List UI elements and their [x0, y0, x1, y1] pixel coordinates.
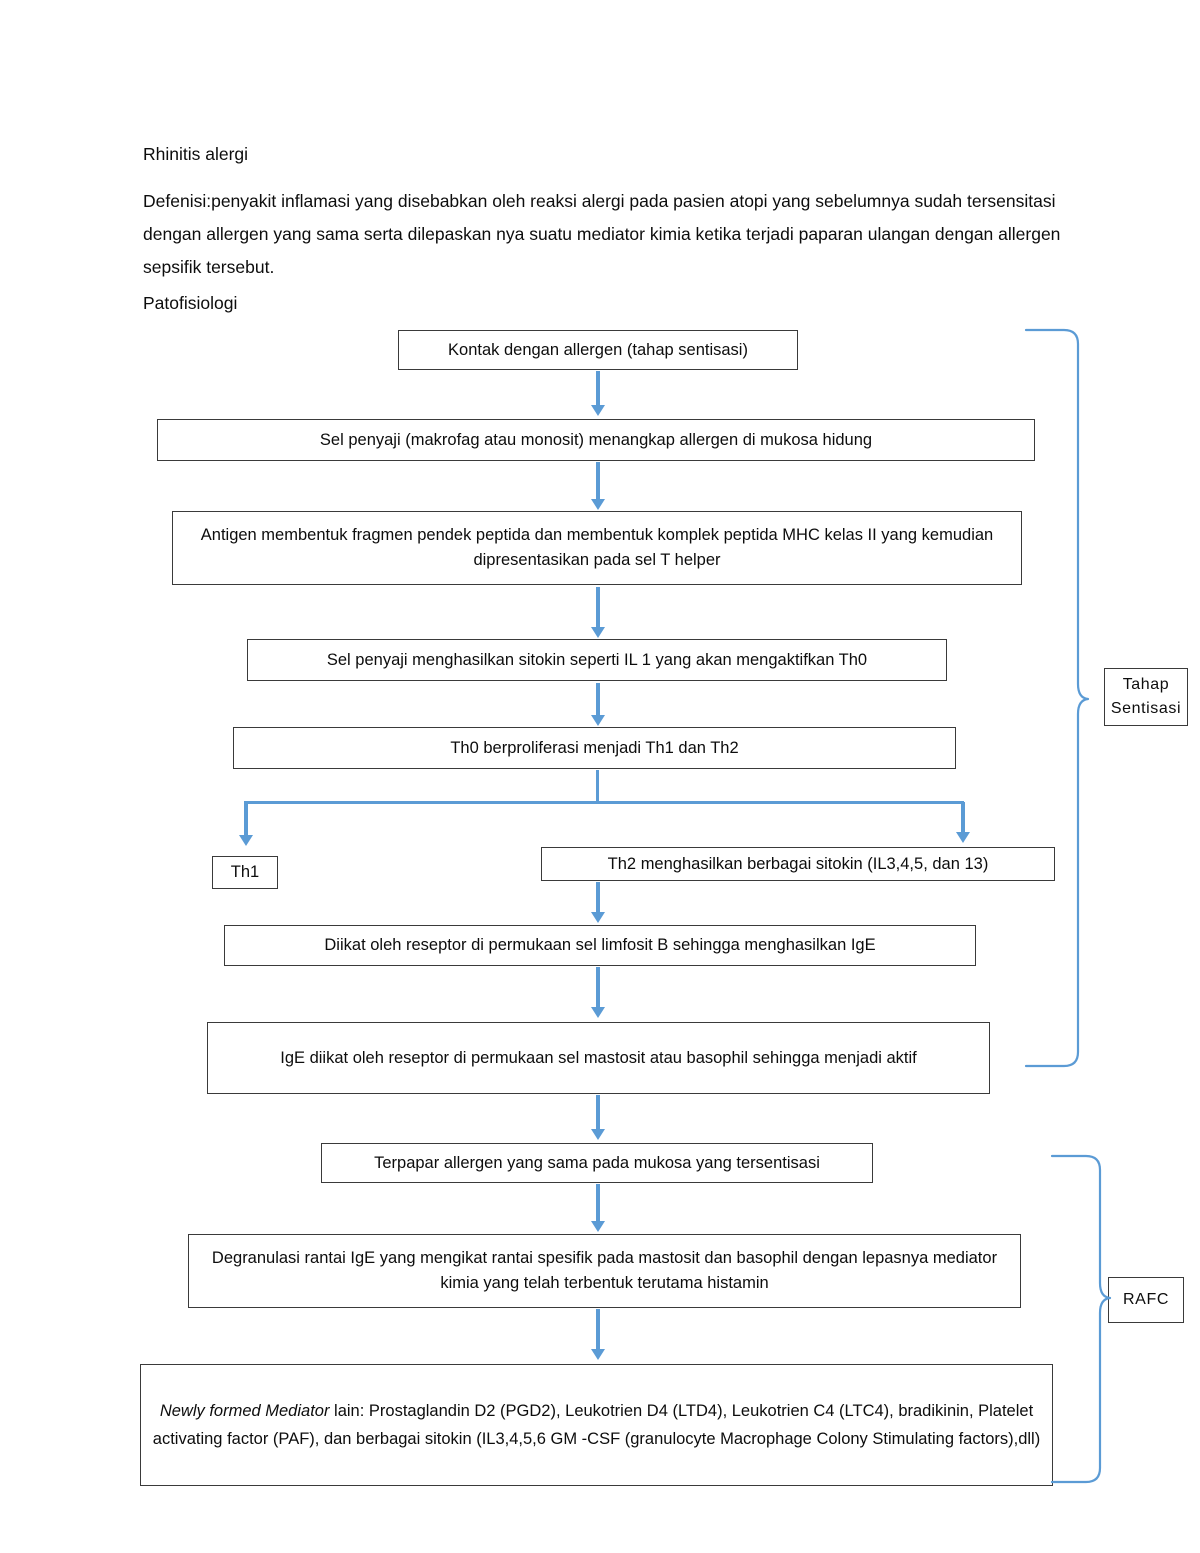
- branch-stem-th0: [596, 770, 599, 803]
- newly-formed-mediator-emphasis: Newly formed Mediator: [159, 1402, 330, 1420]
- brace-rafc: [1050, 1152, 1112, 1492]
- side-label-tahap-sentisasi-text: Tahap Sentisasi: [1110, 676, 1182, 717]
- node-limfosit-b-ige: Diikat oleh reseptor di permukaan sel li…: [224, 925, 976, 966]
- node-sel-penyaji: Sel penyaji (makrofag atau monosit) mena…: [157, 419, 1035, 461]
- node-kontak-allergen: Kontak dengan allergen (tahap sentisasi): [398, 330, 798, 370]
- page-title: Rhinitis alergi: [143, 144, 249, 164]
- node-newly-formed-mediator: Newly formed Mediator lain: Prostaglandi…: [140, 1364, 1053, 1486]
- node-mastosit-basophil: IgE diikat oleh reseptor di permukaan se…: [207, 1022, 990, 1094]
- node-terpapar-allergen: Terpapar allergen yang sama pada mukosa …: [321, 1143, 873, 1183]
- node-antigen-mhc: Antigen membentuk fragmen pendek peptida…: [172, 511, 1022, 585]
- section-label-patofisiologi: Patofisiologi: [143, 293, 238, 313]
- node-th1: Th1: [212, 856, 278, 889]
- branch-horizontal-th0: [244, 801, 964, 804]
- side-label-rafc: RAFC: [1108, 1277, 1184, 1323]
- node-sitokin-il1: Sel penyaji menghasilkan sitokin seperti…: [247, 639, 947, 681]
- node-degranulasi: Degranulasi rantai IgE yang mengikat ran…: [188, 1234, 1021, 1308]
- newly-formed-mediator-text: lain: Prostaglandin D2 (PGD2), Leukotrie…: [152, 1402, 1041, 1448]
- definition-paragraph: Defenisi:penyakit inflamasi yang disebab…: [143, 191, 1061, 277]
- side-label-tahap-sentisasi: Tahap Sentisasi: [1104, 668, 1188, 726]
- brace-tahap-sentisasi: [1024, 326, 1090, 1081]
- node-th0-proliferasi: Th0 berproliferasi menjadi Th1 dan Th2: [233, 727, 956, 769]
- node-th2-sitokin: Th2 menghasilkan berbagai sitokin (IL3,4…: [541, 847, 1055, 881]
